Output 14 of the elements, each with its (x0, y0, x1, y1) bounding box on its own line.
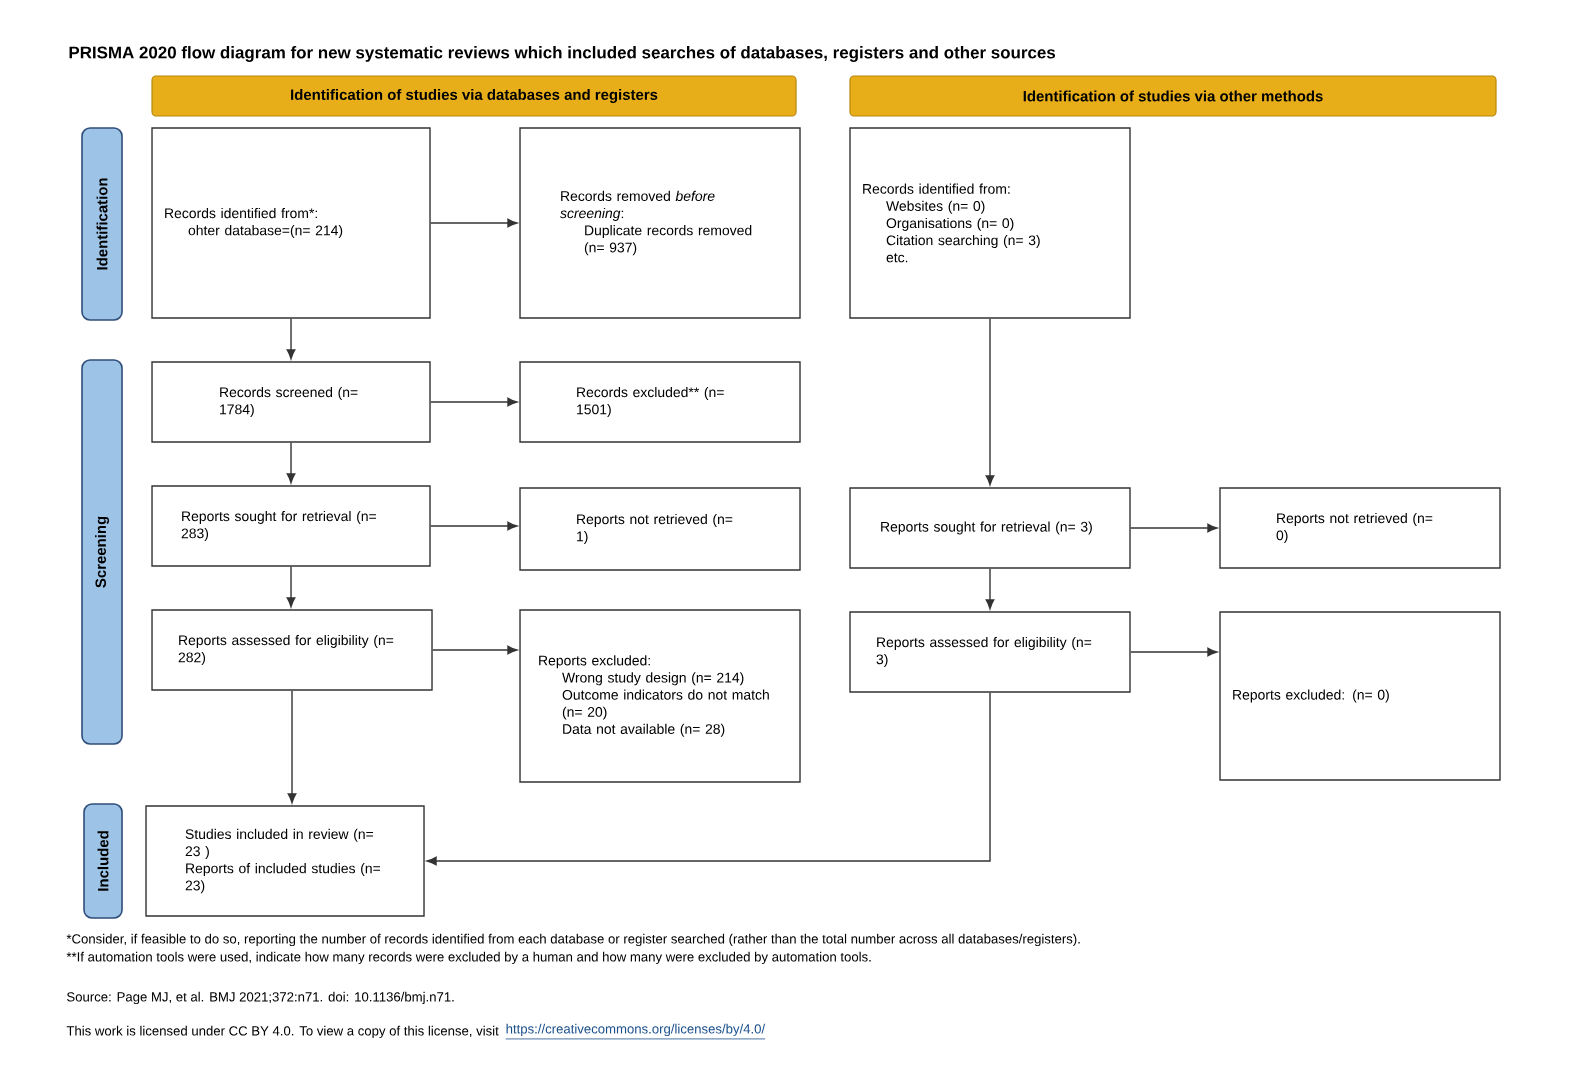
arrow (286, 442, 296, 484)
arrow (426, 692, 991, 866)
arrow (985, 568, 995, 610)
arrow (430, 521, 518, 531)
arrow (287, 690, 297, 804)
arrow (430, 218, 518, 228)
arrow (430, 397, 518, 407)
arrow (1130, 647, 1218, 657)
arrow (286, 318, 296, 360)
arrow (432, 645, 518, 655)
arrow (985, 318, 995, 486)
arrow (1130, 523, 1218, 533)
title: PRISMA 2020 flow diagram for new systematic reviews which included searches of databases, registers and other sources (69, 46, 1056, 62)
arrow (286, 566, 296, 608)
